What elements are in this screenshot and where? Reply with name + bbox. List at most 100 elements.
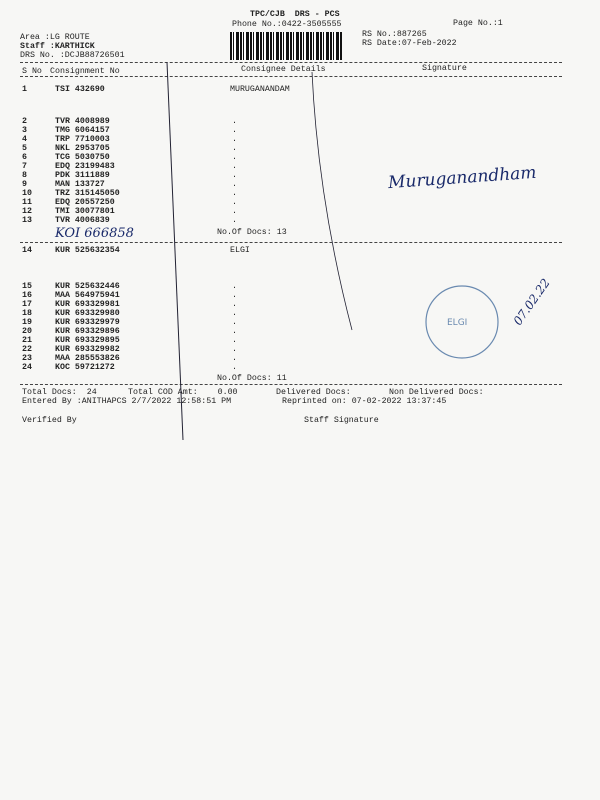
docs-count: No.Of Docs: 11	[217, 374, 287, 383]
consignee-dot: .	[232, 153, 237, 162]
row-sno: 24	[22, 363, 32, 372]
consignee-dot: .	[232, 336, 237, 345]
consignment-no: KUR 693329980	[55, 309, 120, 318]
docs-count: No.Of Docs: 13	[217, 228, 287, 237]
consignment-no: MAA 285553826	[55, 354, 120, 363]
consignee-name: ELGI	[230, 246, 250, 255]
barcode	[230, 32, 342, 60]
phone-number: Phone No.:0422-3505555	[232, 20, 342, 29]
row-sno: 4	[22, 135, 27, 144]
consignee-dot: .	[232, 291, 237, 300]
handwritten-note: KOI 666858	[55, 226, 134, 241]
table-row: 14 KUR 525632354	[0, 246, 600, 255]
consignment-no: MAN 133727	[55, 180, 105, 189]
consignee-dot: .	[232, 282, 237, 291]
staff: Staff :KARTHICK	[20, 42, 95, 51]
table-row: 17 KUR 693329981.	[0, 300, 600, 309]
entered-by: Entered By :ANITHAPCS 2/7/2022 12:58:51 …	[22, 397, 232, 406]
col-signature: Signature	[422, 64, 467, 73]
consignee-dot: .	[232, 300, 237, 309]
consignment-no: KUR 693329979	[55, 318, 120, 327]
row-sno: 19	[22, 318, 32, 327]
stamp-text: ELGI	[447, 318, 467, 328]
consignment-no: TSI 432690	[55, 85, 105, 94]
consignee-dot: .	[232, 327, 237, 336]
row-sno: 9	[22, 180, 27, 189]
table-row: 9 MAN 133727.	[0, 180, 600, 189]
row-sno: 11	[22, 198, 32, 207]
row-sno: 16	[22, 291, 32, 300]
consignment-no: TMI 30077801	[55, 207, 115, 216]
consignee-dot: .	[232, 180, 237, 189]
consignment-no: TRP 7710003	[55, 135, 110, 144]
row-sno: 13	[22, 216, 32, 225]
consignee-dot: .	[232, 207, 237, 216]
consignee-dot: .	[232, 144, 237, 153]
rs-date: RS Date:07-Feb-2022	[362, 39, 457, 48]
consignment-no: KOC 59721272	[55, 363, 115, 372]
row-sno: 12	[22, 207, 32, 216]
table-row: 5 NKL 2953705.	[0, 144, 600, 153]
row-sno: 5	[22, 144, 27, 153]
consignee-dot: .	[232, 189, 237, 198]
page-number: Page No.:1	[453, 19, 503, 28]
rs-number: RS No.:887265	[362, 30, 427, 39]
table-row: 15 KUR 525632446.	[0, 282, 600, 291]
consignment-no: KUR 525632446	[55, 282, 120, 291]
consignment-no: KUR 525632354	[55, 246, 120, 255]
table-row: 20 KUR 693329896.	[0, 327, 600, 336]
row-sno: 8	[22, 171, 27, 180]
consignment-no: KUR 693329895	[55, 336, 120, 345]
table-row: 16 MAA 564975941.	[0, 291, 600, 300]
consignment-no: EDQ 23199483	[55, 162, 115, 171]
total-docs: Total Docs: 24	[22, 388, 97, 397]
consignee-dot: .	[232, 126, 237, 135]
row-sno: 23	[22, 354, 32, 363]
row-sno: 3	[22, 126, 27, 135]
divider	[20, 384, 562, 385]
consignment-no: KUR 693329896	[55, 327, 120, 336]
delivered-docs: Delivered Docs:	[276, 388, 351, 397]
consignment-no: PDK 3111889	[55, 171, 110, 180]
consignee-name: MURUGANANDAM	[230, 85, 290, 94]
col-consignee: Consignee Details	[241, 65, 326, 74]
consignee-dot: .	[232, 309, 237, 318]
consignment-no: KUR 693329982	[55, 345, 120, 354]
row-sno: 15	[22, 282, 32, 291]
row-sno: 14	[22, 246, 32, 255]
row-sno: 7	[22, 162, 27, 171]
area: Area :LG ROUTE	[20, 33, 90, 42]
consignee-dot: .	[232, 198, 237, 207]
consignee-dot: .	[232, 345, 237, 354]
consignment-no: TMG 6064157	[55, 126, 110, 135]
drs-number: DRS No. :DCJB88726501	[20, 51, 125, 60]
table-row: 3 TMG 6064157.	[0, 126, 600, 135]
consignment-no: NKL 2953705	[55, 144, 110, 153]
table-row: 12 TMI 30077801.	[0, 207, 600, 216]
table-row: 22 KUR 693329982.	[0, 345, 600, 354]
consignment-no: MAA 564975941	[55, 291, 120, 300]
consignee-dot: .	[232, 117, 237, 126]
row-sno: 2	[22, 117, 27, 126]
staff-signature: Staff Signature	[304, 416, 379, 425]
consignee-dot: .	[232, 354, 237, 363]
row-sno: 17	[22, 300, 32, 309]
table-row: 23 MAA 285553826.	[0, 354, 600, 363]
security-stamp	[425, 285, 499, 359]
row-sno: 1	[22, 85, 27, 94]
consignment-no: KUR 693329981	[55, 300, 120, 309]
row-sno: 20	[22, 327, 32, 336]
consignment-no: TVR 4006839	[55, 216, 110, 225]
consignment-no: TRZ 315145050	[55, 189, 120, 198]
row-sno: 22	[22, 345, 32, 354]
